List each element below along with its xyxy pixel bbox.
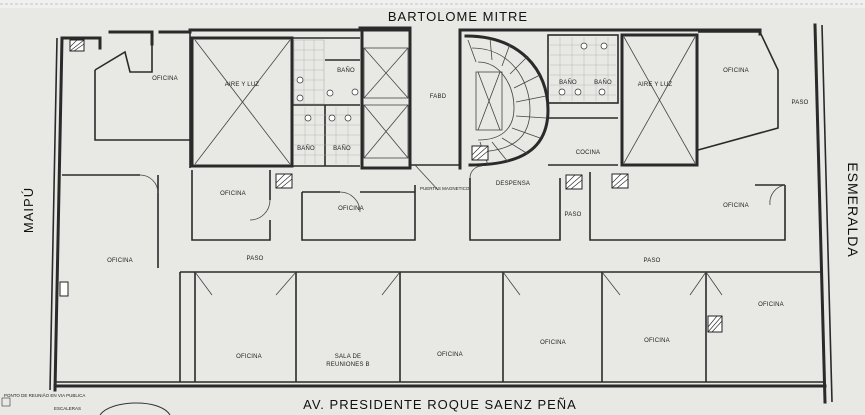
label-bano-e1: BAÑO (559, 79, 577, 86)
label-bano-right: BAÑO (333, 145, 351, 152)
label-oficina-e: OFICINA (723, 203, 749, 209)
label-aire-luz-w: AIRE Y LUZ (225, 82, 260, 88)
label-paso-e: PASO (643, 258, 660, 264)
street-west: MAIPÚ (21, 187, 36, 233)
label-paso-mid: PASO (564, 212, 581, 218)
label-oficina-s4: OFICINA (540, 340, 566, 346)
street-east: ESMERALDA (845, 162, 861, 257)
label-cocina: COCINA (576, 150, 601, 156)
label-oficina-nw: OFICINA (152, 76, 178, 82)
legend-exit: ESCALERAS (54, 406, 81, 411)
room-labels: OFICINA AIRE Y LUZ BAÑO BAÑO BAÑO FABD A… (107, 67, 808, 368)
interior-walls (62, 28, 820, 382)
bathroom-tiles (293, 37, 616, 164)
label-oficina-mid: OFICINA (338, 206, 364, 212)
legend: PONTO DE REUNIÃO EN VIA PUBLICA ESCALERA… (1, 392, 171, 415)
label-paso-ne: PASO (791, 100, 808, 106)
light-well-crosses (194, 36, 696, 165)
label-oficina-s5: OFICINA (644, 338, 670, 344)
staircase (464, 34, 550, 167)
label-oficina-s1: OFICINA (236, 354, 262, 360)
label-oficina-w: OFICINA (107, 258, 133, 264)
legend-meeting-point: PONTO DE REUNIÃO EN VIA PUBLICA (4, 392, 85, 398)
label-fabd: FABD (430, 94, 447, 100)
structural-columns (59, 39, 723, 333)
label-oficina-se: OFICINA (758, 302, 784, 308)
label-bano-top: BAÑO (337, 67, 355, 74)
street-south: AV. PRESIDENTE ROQUE SAENZ PEÑA (303, 397, 577, 412)
label-bano-left: BAÑO (297, 145, 315, 152)
door-swings (139, 164, 786, 296)
label-oficina-s3: OFICINA (437, 352, 463, 358)
street-north: BARTOLOME MITRE (388, 9, 528, 24)
label-puertas-magnetico: PUERTAS MAGNETICO (420, 186, 470, 191)
label-bano-e2: BAÑO (594, 79, 612, 86)
label-oficina-small: OFICINA (220, 191, 246, 197)
label-despensa: DESPENSA (496, 181, 530, 187)
label-oficina-ne: OFICINA (723, 68, 749, 74)
label-aire-luz-e: AIRE Y LUZ (638, 82, 673, 88)
label-paso-w: PASO (246, 256, 263, 262)
